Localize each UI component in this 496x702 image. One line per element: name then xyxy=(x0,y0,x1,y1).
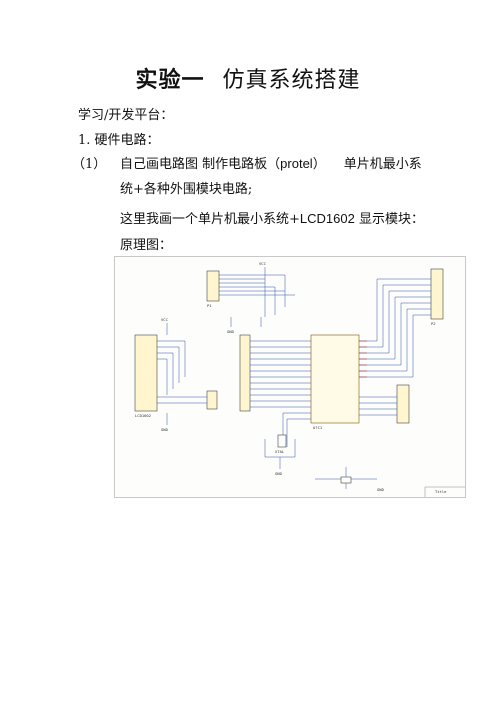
label-p1: P1 xyxy=(207,303,212,308)
item-1-part-a: 自己画电路图 xyxy=(120,157,199,172)
schematic-caption: 原理图： xyxy=(120,238,173,253)
item-1-part-b: 制作电路板（ xyxy=(202,157,281,172)
label-mcu: U?C1 xyxy=(313,425,323,430)
title-rest: 仿真系统搭建 xyxy=(222,68,361,93)
label-lcd: LCD1602 xyxy=(135,413,151,418)
platform-line: 学习/开发平台： xyxy=(78,108,174,123)
item-1-part-d: 单片机最小系 xyxy=(343,157,422,172)
label-gnd-1: GND xyxy=(227,329,235,334)
item-1-part-c: ） xyxy=(312,157,326,172)
item-2-lcd: LCD1602 xyxy=(299,211,355,226)
item-1-continuation: 统+各种外围模块电路; xyxy=(120,182,253,197)
label-title-block: Title xyxy=(435,489,447,494)
label-gnd-4: GND xyxy=(377,487,385,492)
label-vcc-top: VCC xyxy=(259,261,266,266)
label-gnd-3: GND xyxy=(275,471,283,476)
label-vcc-left: VCC xyxy=(161,317,168,322)
item-1-protel: protel xyxy=(280,156,313,171)
label-xtal: XTAL xyxy=(275,449,285,454)
item-2-part-a: 这里我画一个单片机最小系统+ xyxy=(120,212,300,227)
label-gnd-2: GND xyxy=(161,427,169,432)
item-2-part-b: 显示模块： xyxy=(354,212,424,227)
label-p2: P2 xyxy=(431,321,436,326)
item-1-line: （1） 自己画电路图 制作电路板（protel） 单片机最小系 xyxy=(72,153,422,172)
item-2-line: 这里我画一个单片机最小系统+LCD1602 显示模块： xyxy=(120,208,424,227)
page-title: 实验一仿真系统搭建 xyxy=(0,62,496,94)
hardware-heading-text: 1. 硬件电路： xyxy=(78,133,160,148)
item-1-number: （1） xyxy=(72,157,107,172)
schematic-diagram: U?C1 LCD1602 P1 P2 XTAL VCC VCC GND GND … xyxy=(114,256,466,498)
schematic-svg: U?C1 LCD1602 P1 P2 XTAL VCC VCC GND GND … xyxy=(134,261,465,497)
hardware-heading: 1. 硬件电路： xyxy=(78,129,160,148)
title-bold-part: 实验一 xyxy=(135,67,205,93)
